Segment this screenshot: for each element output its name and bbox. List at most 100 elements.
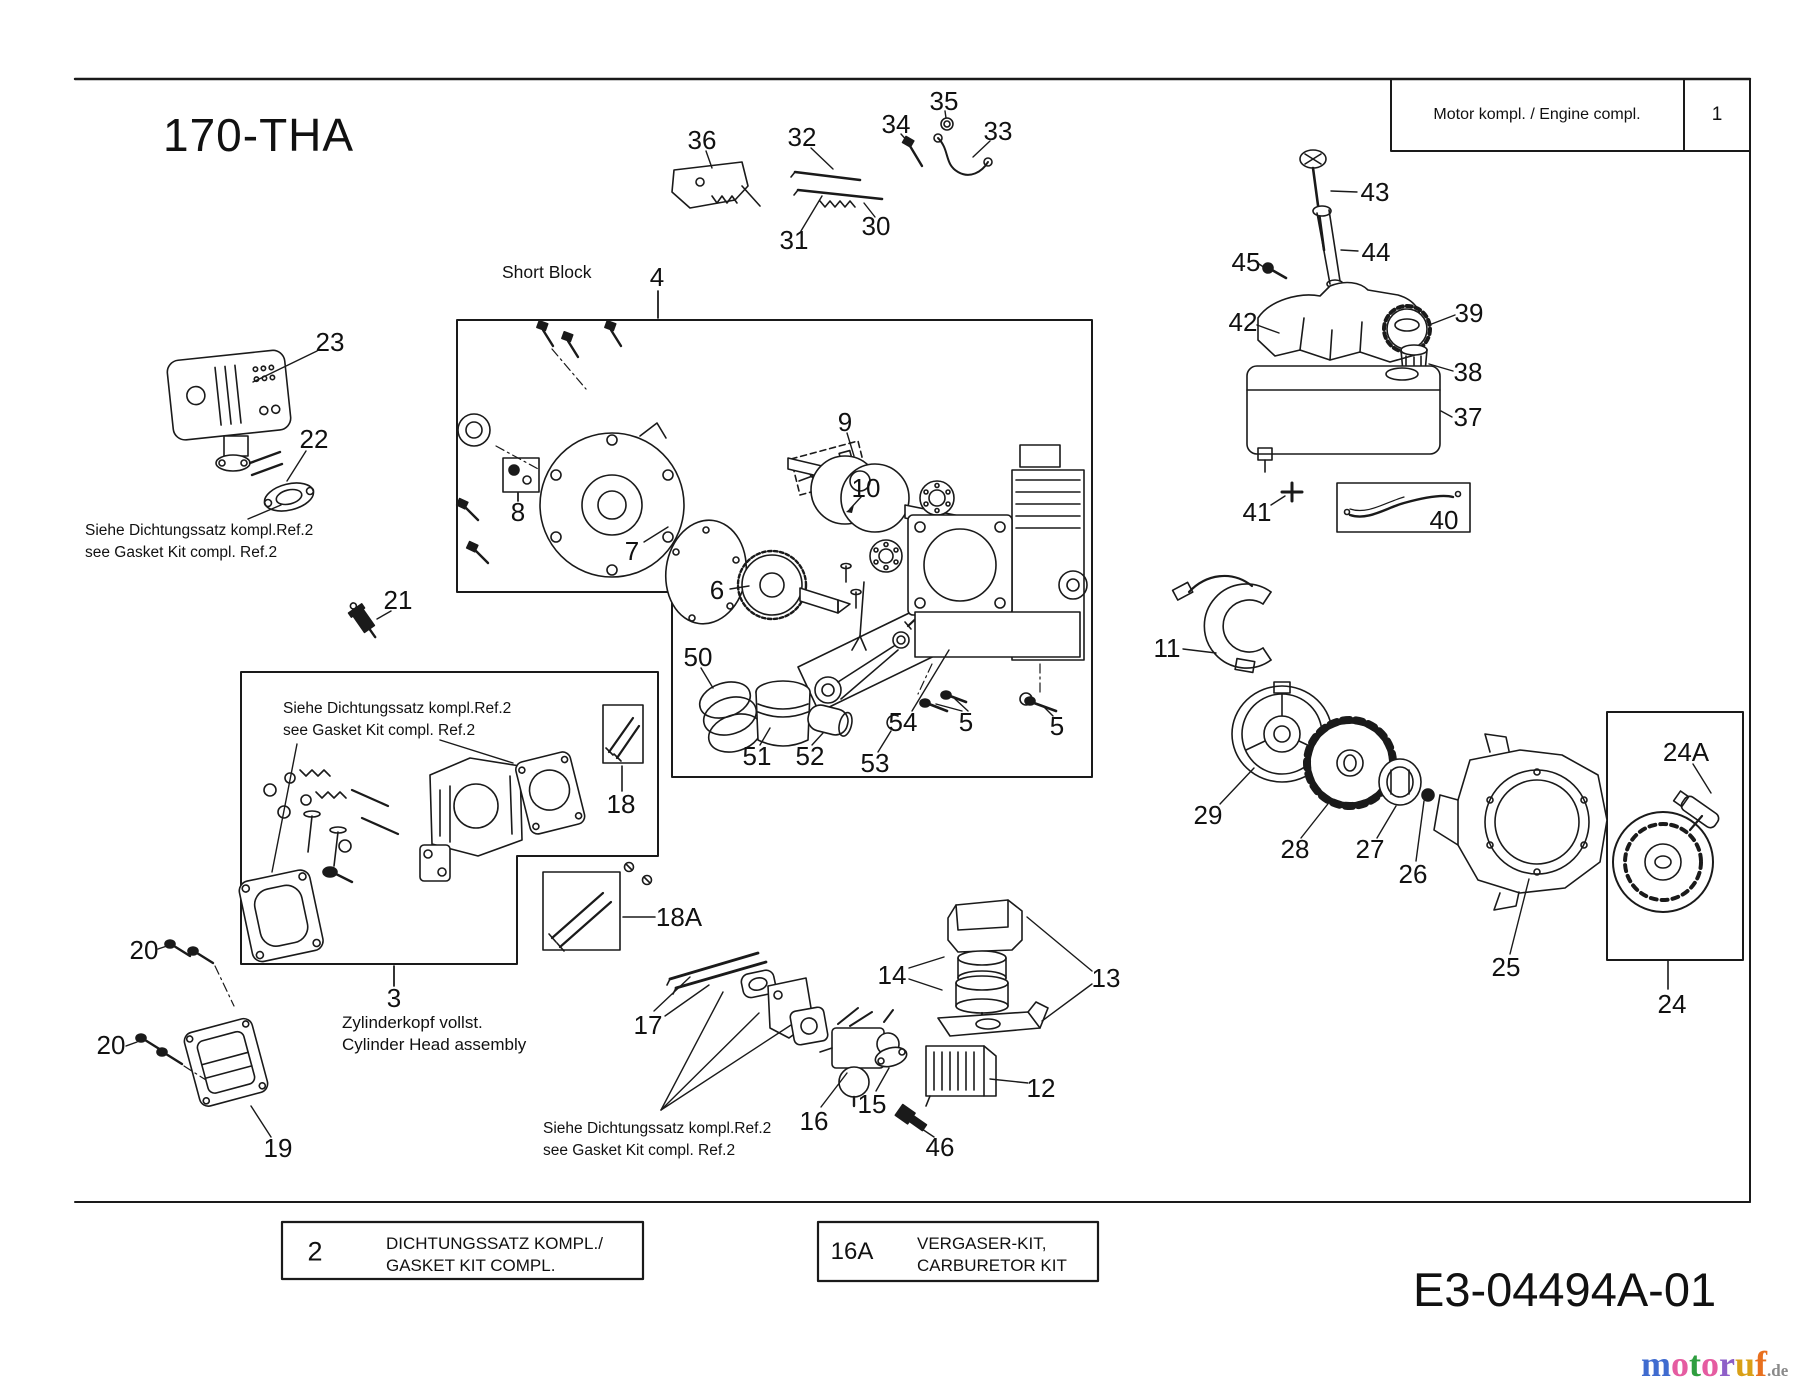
part-label-16: 16 (799, 1106, 829, 1136)
part-label-29: 29 (1193, 800, 1223, 830)
gasket-note-cylinder-head: Siehe Dichtungssatz kompl.Ref.2 see Gask… (283, 698, 511, 742)
part-label-45: 45 (1231, 247, 1261, 277)
dipstick-part-43 (1299, 149, 1327, 252)
blower-housing-part-25 (1433, 733, 1608, 911)
part-label-10: 10 (851, 473, 881, 503)
valve-train-parts (263, 769, 400, 884)
pin-clip-part-53 (886, 714, 899, 730)
logo-suffix: .de (1767, 1361, 1789, 1380)
part-label-27: 27 (1355, 834, 1385, 864)
cylinder-block-part (907, 444, 1088, 697)
gasket-note-line1: Siehe Dichtungssatz kompl.Ref.2 (283, 700, 512, 717)
exhaust-gasket-part-22 (248, 450, 315, 512)
part-label-6: 6 (709, 575, 725, 605)
gasket-note-line1: Siehe Dichtungssatz kompl.Ref.2 (85, 522, 314, 539)
gasket-note-line2: see Gasket Kit compl. Ref.2 (85, 544, 278, 561)
logo-letter-f: f (1755, 1344, 1768, 1384)
part-label-33: 33 (983, 116, 1013, 146)
part-label-24: 24 (1657, 989, 1687, 1019)
legend-carburetor-kit-line1: VERGASER-KIT, (917, 1234, 1047, 1253)
logo-letter-r: r (1719, 1344, 1735, 1384)
part-label-28: 28 (1280, 834, 1310, 864)
head-gasket-part (238, 869, 324, 963)
part-label-50: 50 (683, 642, 713, 672)
logo-letter-u: u (1734, 1344, 1756, 1384)
page-frame (73, 77, 1752, 1203)
page-title: 170-THA (163, 109, 355, 161)
fuel-tank-part-37 (1246, 365, 1441, 473)
legend-gasket-kit-line2: GASKET KIT COMPL. (386, 1256, 556, 1275)
part-label-39: 39 (1454, 298, 1484, 328)
part-label-35: 35 (929, 86, 959, 116)
starter-cup-part-27 (1378, 758, 1422, 806)
gasket-note-line2: see Gasket Kit compl. Ref.2 (543, 1142, 736, 1159)
part-label-20a: 20 (129, 935, 159, 965)
crankcase-bolt-parts-5 (919, 690, 1058, 713)
part-label-9: 9 (837, 407, 853, 437)
part-label-32: 32 (787, 122, 817, 152)
short-block-label: Short Block (502, 262, 592, 282)
crankcase-cover-part (455, 320, 685, 578)
recoil-starter-box-24 (1606, 711, 1744, 990)
legend-gasket-kit-ref: 2 (307, 1236, 323, 1267)
legend-carburetor-kit-box (816, 1220, 1100, 1283)
header-page-number: 1 (1711, 104, 1723, 125)
legend-gasket-kit-text: DICHTUNGSSATZ KOMPL./ GASKET KIT COMPL. (386, 1233, 603, 1277)
part-label-30: 30 (861, 211, 891, 241)
valve-cover-part-19 (183, 1017, 269, 1107)
part-label-53: 53 (860, 748, 890, 778)
document-code: E3-04494A-01 (1413, 1263, 1717, 1316)
part-label-18: 18 (606, 789, 636, 819)
throttle-lever-parts (901, 117, 993, 176)
logo-letter-t: t (1689, 1344, 1701, 1384)
part-label-46: 46 (925, 1132, 955, 1162)
part-label-4: 4 (649, 262, 665, 292)
header-label: Motor kompl. / Engine compl. (1433, 106, 1641, 123)
part-label-21: 21 (383, 585, 413, 615)
legend-gasket-kit-box (280, 1220, 645, 1281)
flywheel-nut-part-26 (1421, 788, 1435, 802)
gasket-note-carburetor: Siehe Dichtungssatz kompl.Ref.2 see Gask… (543, 1118, 771, 1162)
air-filter-parts-13-14 (937, 899, 1049, 1037)
head-bolts-box-18 (602, 704, 644, 792)
part-label-15: 15 (857, 1089, 887, 1119)
part-label-25: 25 (1491, 952, 1521, 982)
part-label-42: 42 (1228, 307, 1258, 337)
part-label-52: 52 (795, 741, 825, 771)
part-label-8: 8 (510, 497, 526, 527)
part-label-51: 51 (742, 741, 772, 771)
air-filter-housing-part-12 (925, 1045, 997, 1107)
part-label-23: 23 (315, 327, 345, 357)
part-label-7: 7 (624, 536, 640, 566)
spark-plug-part-21 (347, 602, 377, 639)
part-label-34: 34 (881, 109, 911, 139)
gasket-note-muffler: Siehe Dichtungssatz kompl.Ref.2 see Gask… (85, 520, 313, 564)
part-label-20b: 20 (96, 1030, 126, 1060)
tappet-parts (840, 562, 867, 651)
part-label-13: 13 (1091, 963, 1121, 993)
part-label-19: 19 (263, 1133, 293, 1163)
ignition-coil-part-11 (1171, 574, 1272, 674)
part-label-54: 54 (888, 707, 918, 737)
header-title-box (1390, 78, 1751, 152)
part-label-17: 17 (633, 1010, 663, 1040)
carb-gasket-parts (740, 969, 829, 1046)
part-label-22: 22 (299, 424, 329, 454)
leader-lines (125, 110, 1712, 1138)
part-label-44: 44 (1361, 237, 1391, 267)
intake-gasket-part-15 (874, 1046, 908, 1068)
part-label-38: 38 (1453, 357, 1483, 387)
part-label-3: 3 (386, 983, 402, 1013)
part-label-41: 41 (1242, 497, 1272, 527)
piston-part-51 (755, 680, 811, 747)
legend-carburetor-kit-ref: 16A (830, 1238, 874, 1265)
fuel-hose-box-40 (1336, 482, 1471, 533)
part-label-31: 31 (779, 225, 809, 255)
part-label-37: 37 (1453, 402, 1483, 432)
part-label-18a: 18A (655, 902, 703, 932)
cylinder-head-caption-line2: Cylinder Head assembly (342, 1035, 527, 1054)
cylinder-head-caption: Zylinderkopf vollst. Cylinder Head assem… (342, 1012, 526, 1056)
gasket-note-line1: Siehe Dichtungssatz kompl.Ref.2 (543, 1120, 772, 1137)
